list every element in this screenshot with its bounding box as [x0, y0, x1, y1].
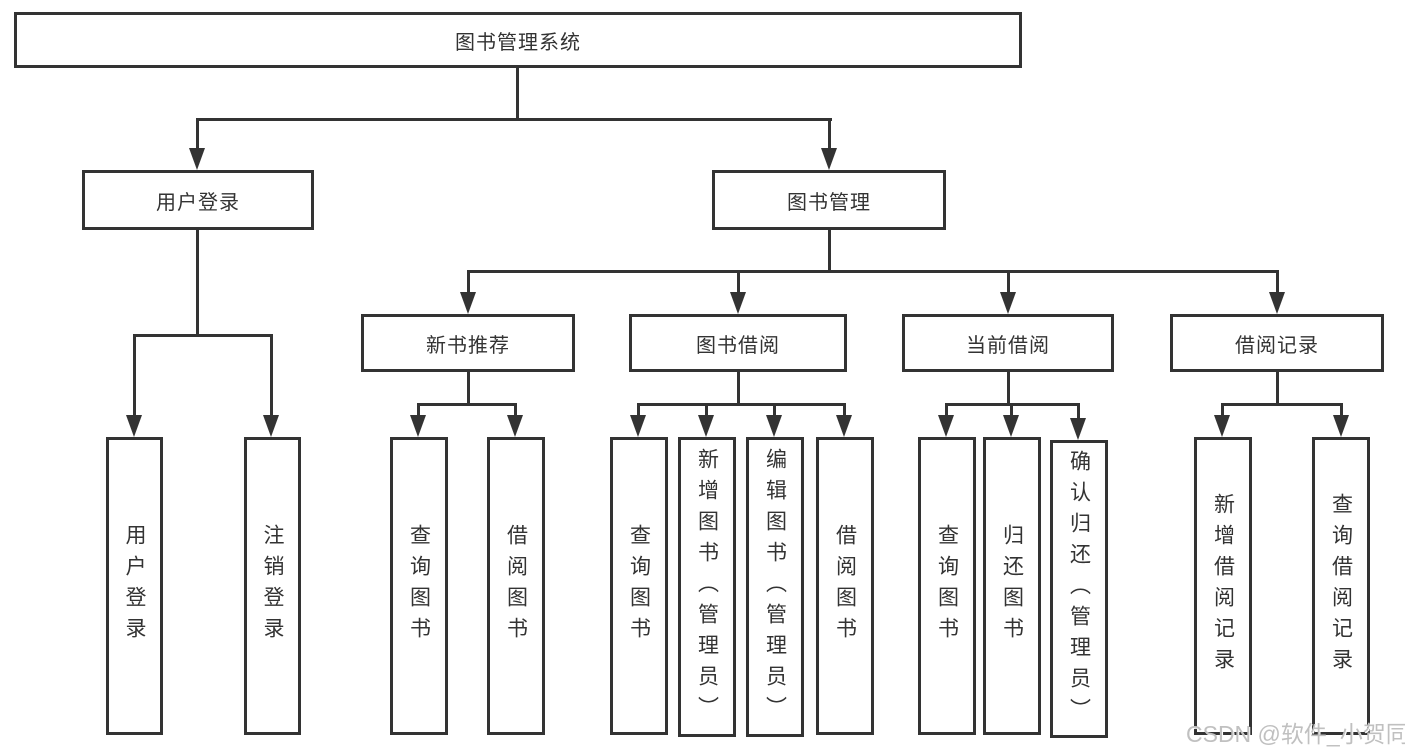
leaf-label: 归还图书 — [1000, 524, 1024, 648]
leaf-logout: 注销登录 — [244, 437, 301, 735]
node-library-management-system: 图书管理系统 — [14, 12, 1022, 68]
edge-to-user-login — [196, 118, 199, 152]
node-book-borrow: 图书借阅 — [629, 314, 847, 372]
leaf-label: 新增借阅记录 — [1211, 493, 1235, 679]
leaf-query-books-recommend: 查询图书 — [390, 437, 448, 735]
edge-book-borrow-stub — [737, 372, 740, 406]
edge-to-leaf — [843, 403, 846, 419]
leaf-label: 确认归还（管理员） — [1067, 449, 1091, 729]
arrow-down-icon — [410, 415, 426, 437]
leaf-label: 查询图书 — [407, 524, 431, 648]
arrow-down-icon — [766, 415, 782, 437]
leaf-query-borrow-record: 查询借阅记录 — [1312, 437, 1370, 735]
edge-to-leaf — [945, 403, 948, 419]
arrow-down-icon — [126, 415, 142, 437]
node-label: 图书借阅 — [696, 334, 780, 357]
leaf-add-borrow-record: 新增借阅记录 — [1194, 437, 1252, 735]
edge-new-book-stub — [467, 372, 470, 406]
arrow-down-icon — [1000, 292, 1016, 314]
edge-to-leaf — [1221, 403, 1224, 419]
arrow-down-icon — [1214, 415, 1230, 437]
node-label: 图书管理 — [787, 191, 871, 214]
edge-to-book-borrow — [737, 270, 740, 294]
leaf-return-books: 归还图书 — [983, 437, 1041, 735]
edge-root-stub — [516, 68, 519, 118]
leaf-label: 注销登录 — [261, 524, 284, 648]
node-label: 用户登录 — [156, 191, 240, 214]
edge-to-leaf — [133, 334, 136, 418]
arrow-down-icon — [507, 415, 523, 437]
leaf-add-books-admin: 新增图书（管理员） — [678, 437, 736, 737]
arrow-down-icon — [1003, 415, 1019, 437]
arrow-down-icon — [730, 292, 746, 314]
leaf-label: 借阅图书 — [833, 524, 857, 648]
leaf-label: 查询图书 — [935, 524, 959, 648]
leaf-user-login: 用户登录 — [106, 437, 163, 735]
edge-to-current-borrow — [1007, 270, 1010, 294]
node-new-book-recommend: 新书推荐 — [361, 314, 575, 372]
edge-book-borrow-branch — [637, 403, 845, 406]
arrow-down-icon — [1269, 292, 1285, 314]
edge-to-leaf — [1340, 403, 1343, 419]
edge-user-login-branch — [133, 334, 273, 337]
arrow-down-icon — [263, 415, 279, 437]
edge-book-management-stub — [828, 230, 831, 272]
edge-borrow-records-branch — [1221, 403, 1343, 406]
leaf-label: 借阅图书 — [504, 524, 528, 648]
arrow-down-icon — [938, 415, 954, 437]
edge-to-leaf — [1077, 403, 1080, 419]
edge-user-login-stub — [196, 230, 199, 336]
edge-to-leaf — [773, 403, 776, 419]
leaf-query-books-current: 查询图书 — [918, 437, 976, 735]
arrow-down-icon — [1070, 418, 1086, 440]
arrow-down-icon — [460, 292, 476, 314]
arrow-down-icon — [821, 148, 837, 170]
edge-to-leaf — [270, 334, 273, 418]
node-current-borrow: 当前借阅 — [902, 314, 1114, 372]
node-label: 图书管理系统 — [455, 31, 581, 54]
edge-root-branch — [196, 118, 832, 121]
leaf-label: 查询借阅记录 — [1329, 493, 1353, 679]
arrow-down-icon — [836, 415, 852, 437]
node-borrow-records: 借阅记录 — [1170, 314, 1384, 372]
leaf-label: 新增图书（管理员） — [695, 447, 719, 727]
leaf-edit-books-admin: 编辑图书（管理员） — [746, 437, 804, 737]
node-label: 当前借阅 — [966, 334, 1050, 357]
edge-borrow-records-stub — [1276, 372, 1279, 406]
node-user-login: 用户登录 — [82, 170, 314, 230]
csdn-watermark: CSDN @软件_小贺同学 — [1186, 721, 1405, 747]
leaf-borrow-books: 借阅图书 — [816, 437, 874, 735]
leaf-confirm-return-admin: 确认归还（管理员） — [1050, 440, 1108, 738]
edge-current-borrow-stub — [1007, 372, 1010, 406]
leaf-query-books-borrow: 查询图书 — [610, 437, 668, 735]
arrow-down-icon — [189, 148, 205, 170]
edge-to-borrow-records — [1276, 270, 1279, 294]
node-label: 新书推荐 — [426, 334, 510, 357]
edge-book-management-branch — [467, 270, 1279, 273]
node-label: 借阅记录 — [1235, 334, 1319, 357]
edge-to-leaf — [1010, 403, 1013, 419]
edge-to-leaf — [514, 403, 517, 419]
edge-to-leaf — [637, 403, 640, 419]
edge-to-new-book-recommend — [467, 270, 470, 294]
edge-to-leaf — [417, 403, 420, 419]
edge-new-book-branch — [417, 403, 517, 406]
leaf-label: 用户登录 — [123, 524, 146, 648]
edge-to-leaf — [705, 403, 708, 419]
node-book-management: 图书管理 — [712, 170, 946, 230]
leaf-label: 查询图书 — [627, 524, 651, 648]
arrow-down-icon — [698, 415, 714, 437]
leaf-borrow-books-recommend: 借阅图书 — [487, 437, 545, 735]
arrow-down-icon — [630, 415, 646, 437]
edge-to-book-management — [828, 118, 831, 152]
arrow-down-icon — [1333, 415, 1349, 437]
leaf-label: 编辑图书（管理员） — [763, 447, 787, 727]
